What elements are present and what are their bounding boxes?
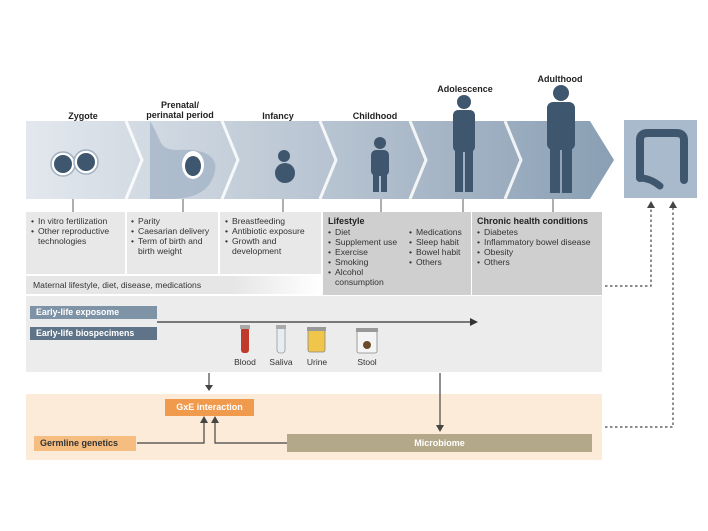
colon-icon	[636, 129, 688, 184]
microbiome-gxe-arrow	[214, 422, 287, 444]
stool-cup-icon	[356, 328, 378, 354]
arrowhead-icon	[647, 201, 655, 208]
chronic-list: Diabetes Inflammatory bowel disease Obes…	[477, 227, 597, 267]
stage-label-childhood: Childhood	[352, 111, 398, 121]
specimen-label-stool: Stool	[357, 357, 377, 367]
dotted-connector	[605, 206, 674, 428]
gxe-interaction-box: GxE interaction	[165, 399, 254, 416]
list-item: Antibiotic exposure	[225, 226, 321, 236]
list-item: Growth and development	[225, 236, 321, 256]
chevron-separator	[503, 120, 523, 200]
stage-label-adulthood: Adulthood	[537, 74, 583, 84]
zygote-factors: In vitro fertilization Other reproductiv…	[26, 212, 125, 274]
list-item: Term of birth and birth weight	[131, 236, 218, 256]
chevron-separator	[408, 120, 428, 200]
list-item: In vitro fertilization	[31, 216, 125, 226]
list-item: Parity	[131, 216, 218, 226]
saliva-tube-icon	[276, 325, 286, 354]
child-icon	[371, 137, 389, 192]
lifestyle-title: Lifestyle	[328, 216, 365, 226]
list-item: Medications	[409, 227, 471, 237]
list-item: Others	[409, 257, 471, 267]
early-life-exposome-bar: Early-life exposome	[30, 306, 157, 319]
fetus-icon	[182, 151, 204, 179]
specimen-label-blood: Blood	[234, 357, 256, 367]
blood-tube-icon	[240, 325, 250, 353]
specimen-label-saliva: Saliva	[269, 357, 293, 367]
timeline-arrow-body	[26, 121, 614, 199]
infancy-factors: Breastfeeding Antibiotic exposure Growth…	[220, 212, 321, 274]
list-item: Diabetes	[477, 227, 597, 237]
stage-label-prenatal: Prenatal/ perinatal period	[146, 100, 214, 120]
maternal-bar: Maternal lifestyle, diet, disease, medic…	[26, 276, 321, 294]
list-item: Sleep habit	[409, 237, 471, 247]
list-item: Exercise	[328, 247, 410, 257]
list-item: Caesarian delivery	[131, 226, 218, 236]
list-item: Inflammatory bowel disease	[477, 237, 597, 247]
lifestyle-col2: Medications Sleep habit Bowel habit Othe…	[409, 227, 471, 267]
adult-icon	[547, 85, 575, 193]
pregnant-profile-icon	[150, 121, 216, 199]
germline-genetics-box: Germline genetics	[34, 436, 136, 451]
list-item: Alcohol consumption	[328, 267, 410, 287]
microbiome-bar: Microbiome	[287, 434, 592, 452]
chevron-separator	[220, 120, 240, 200]
list-item: Supplement use	[328, 237, 410, 247]
dotted-connector	[605, 206, 652, 287]
urine-cup-icon	[307, 327, 326, 353]
early-life-biospecimens-bar: Early-life biospecimens	[30, 327, 157, 340]
prenatal-factors: Parity Caesarian delivery Term of birth …	[127, 212, 218, 274]
chronic-title: Chronic health conditions	[477, 216, 589, 226]
specimen-label-urine: Urine	[306, 357, 328, 367]
stage-label-zygote: Zygote	[68, 111, 98, 121]
chevron-separator	[318, 120, 338, 200]
list-item: Smoking	[328, 257, 410, 267]
list-item: Diet	[328, 227, 410, 237]
zygote-cells-icon	[50, 149, 99, 177]
stage-label-adolescence: Adolescence	[437, 84, 493, 94]
list-item: Obesity	[477, 247, 597, 257]
list-item: Other reproductive technologies	[31, 226, 125, 246]
adolescent-icon	[453, 95, 475, 192]
chevron-separator	[124, 120, 144, 200]
list-item: Breastfeeding	[225, 216, 321, 226]
lifestyle-col1: Diet Supplement use Exercise Smoking Alc…	[328, 227, 410, 287]
list-item: Bowel habit	[409, 247, 471, 257]
list-item: Others	[477, 257, 597, 267]
germline-gxe-arrow	[137, 422, 205, 444]
stage-label-infancy: Infancy	[262, 111, 294, 121]
arrowhead-icon	[669, 201, 677, 208]
infant-icon	[275, 150, 295, 183]
